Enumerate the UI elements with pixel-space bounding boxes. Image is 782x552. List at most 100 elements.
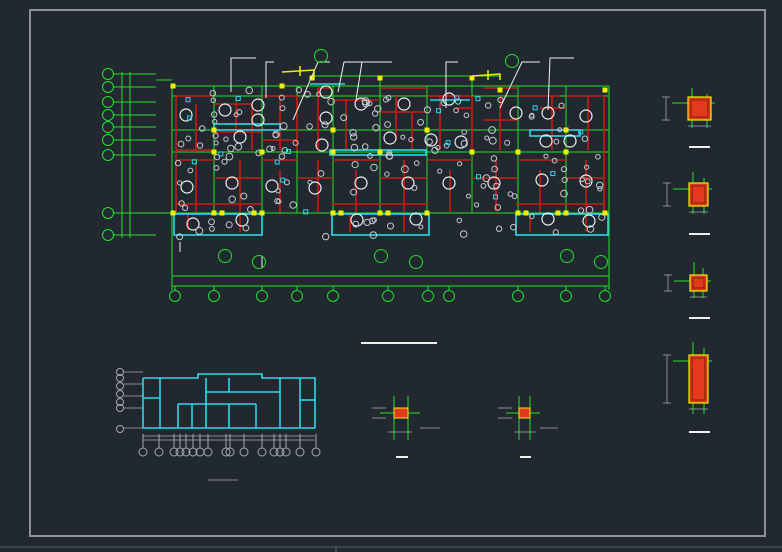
pipe-riser [174,159,182,167]
pipe-riser [317,170,325,177]
fixture-symbol [251,98,265,112]
column-section [663,342,712,433]
pipe-riser [245,86,253,95]
pipe-riser [278,153,286,160]
grid-bubble-bottom [169,290,181,302]
key-plan[interactable] [116,368,321,481]
pipe-riser [212,118,218,125]
pipe-riser [497,96,504,104]
column-markers [170,75,608,216]
equipment-mark [436,108,442,114]
pipe-riser [560,189,568,198]
column-section [663,172,712,235]
main-floor-plan[interactable] [102,49,611,302]
fixture-symbol [179,108,193,122]
pipe-riser [585,205,594,214]
pipe-riser [372,124,380,132]
pipe-riser [350,188,358,196]
grid-bubble-mid [409,255,423,269]
grid-bubble-mid [374,249,388,263]
fixture-symbol [535,173,549,187]
column-marker [555,210,561,216]
column-detail-a[interactable] [372,396,440,458]
fixture-symbol [539,134,553,148]
pipe-riser [281,147,289,154]
fixture-symbol [225,176,239,190]
fixture-symbol [251,113,265,127]
fixture-symbol [582,214,596,228]
key-plan-bubble [116,425,124,433]
pipe-riser [494,204,502,211]
pipe-riser [199,125,206,132]
pipe-riser [209,226,215,232]
pipe-riser [279,105,286,112]
pipe-riser [292,139,299,146]
fixture-symbol [308,181,322,195]
pipe-riser [363,218,371,226]
plumbing-fixtures [174,85,606,241]
column-marker [279,83,285,89]
pipe-riser [485,102,492,109]
pipe-riser [182,204,189,211]
pipe-riser [352,220,360,228]
pipe-riser [528,113,535,120]
column-marker [469,75,475,81]
equipment-mark [445,140,451,146]
pipe-riser [350,143,359,152]
pipe-riser [278,94,285,101]
pipe-riser [386,150,393,156]
pipe-riser [327,97,335,106]
column-section-details[interactable] [662,88,715,433]
pipe-riser [225,152,234,161]
pipe-riser [289,201,298,209]
grid-bubble-bottom [560,290,572,302]
pipe-riser [504,139,511,146]
pipe-riser [384,171,390,177]
key-plan-bubble [257,447,267,457]
pipe-riser [236,109,243,116]
grid-bubble-bottom [382,290,394,302]
column-detail-b[interactable] [498,396,558,458]
pipe-riser [510,223,517,231]
pipe-riser [316,91,322,97]
pipe-riser [221,158,228,165]
pipe-riser [367,153,373,159]
grid-bubble-left [102,68,114,80]
pipe-riser [386,153,394,160]
column-marker [563,149,569,155]
pipe-riser [361,143,369,150]
pipe-riser [240,192,248,200]
grid-bubble-left [102,96,114,108]
pipe-riser [266,145,274,153]
grid-bubble-mid [505,54,519,68]
grid-bubble-bottom [327,290,339,302]
pipe-riser [195,226,204,235]
pipe-riser [213,154,221,161]
pipe-riser [495,225,503,232]
pipe-riser [209,89,217,97]
equipment-mark [454,95,460,101]
equipment-mark [476,174,481,180]
grid-bubble-mid [314,49,328,63]
pipe-riser [371,110,379,117]
key-plan-outline [142,373,316,429]
pipe-riser [581,135,589,142]
pipe-riser [307,179,313,185]
pipe-riser [242,224,250,232]
pipe-riser [223,136,229,142]
pipe-riser [411,184,418,191]
pipe-riser [401,165,409,174]
column-marker [211,127,217,133]
column-marker [563,127,569,133]
pipe-riser [529,213,535,220]
pipe-riser [459,230,468,238]
equipment-mark [493,194,498,200]
pipe-riser [208,218,215,226]
pipe-riser [295,86,303,94]
pipe-riser [270,146,276,151]
fixture-symbol [319,111,333,125]
pipe-riser [349,129,357,137]
column-marker [602,210,608,216]
fixture-symbol [579,174,593,188]
